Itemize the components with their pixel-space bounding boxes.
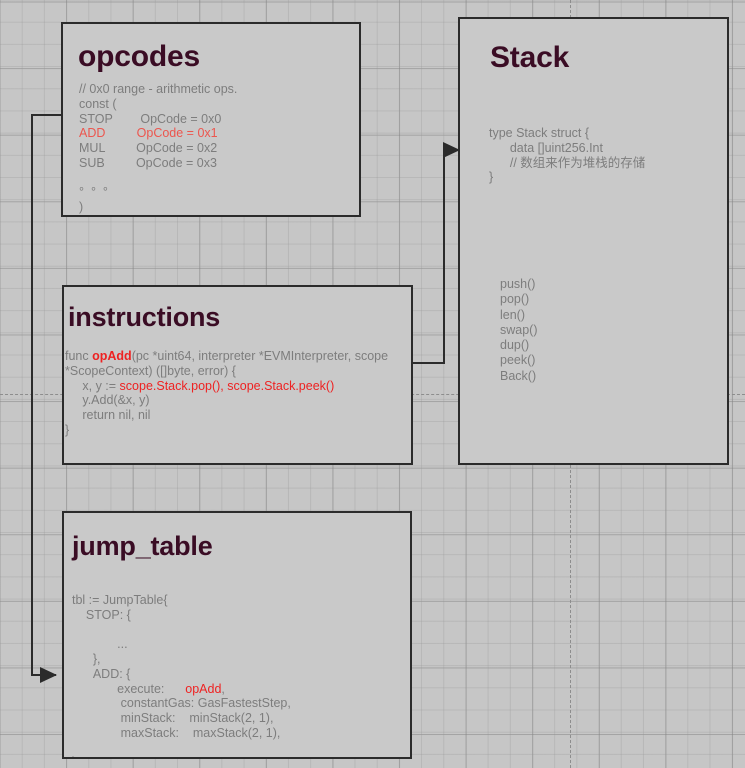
stack-method: dup()	[500, 338, 530, 352]
node-jump-table-code: tbl := JumpTable{ STOP: { ... }, ADD: { …	[72, 593, 291, 758]
code-segment: opAdd	[185, 681, 222, 696]
node-stack-title: Stack	[490, 41, 570, 74]
arrowhead-into-jump-table	[40, 667, 57, 683]
code-segment: (pc *uint64, interpreter *EVMInterpreter…	[65, 349, 389, 393]
node-stack-code: type Stack struct { data []uint256.Int /…	[489, 126, 646, 185]
code-line: SUB OpCode = 0x3	[79, 155, 217, 170]
stack-method: Back()	[500, 368, 537, 383]
code-line: MUL OpCode = 0x2	[79, 141, 218, 155]
node-instructions-title: instructions	[68, 302, 221, 332]
node-opcodes-title: opcodes	[78, 40, 200, 73]
node-stack[interactable]: Stack type Stack struct { data []uint256…	[458, 17, 729, 465]
code-segment: y.Add(&x, y) return nil, nil }	[65, 393, 151, 437]
code-line: )	[79, 200, 84, 214]
node-jump-table[interactable]: jump_table tbl := JumpTable{ STOP: { ...…	[62, 511, 412, 759]
stack-method: len()	[500, 307, 526, 322]
connector-instructions-stack-segment-vertical	[443, 149, 445, 364]
code-line: // 0x0 range - arithmetic ops.	[79, 82, 238, 96]
connector-instructions-stack-segment-bottom	[412, 362, 445, 364]
node-opcodes-code: // 0x0 range - arithmetic ops.const (STO…	[79, 82, 237, 215]
connector-opcodes-jumptable-segment-top	[31, 114, 62, 116]
code-line: ADD OpCode = 0x1	[79, 126, 218, 141]
node-instructions[interactable]: instructions func opAdd(pc *uint64, inte…	[62, 285, 413, 465]
code-segment: tbl := JumpTable{ STOP: { ... }, ADD: { …	[72, 593, 168, 696]
code-line: STOP OpCode = 0x0	[79, 111, 222, 126]
code-segment: opAdd	[92, 349, 132, 363]
code-segment: func	[65, 349, 93, 363]
stack-method: swap()	[500, 322, 538, 337]
code-segment: scope.Stack.pop(), scope.Stack.peek()	[119, 378, 335, 393]
node-jump-table-title: jump_table	[72, 531, 213, 561]
node-instructions-code: func opAdd(pc *uint64, interpreter *EVMI…	[65, 349, 409, 438]
node-stack-method-list: push()pop()len()swap()dup()peek()Back()	[500, 277, 538, 384]
stack-method: push()	[500, 277, 536, 291]
code-line: ° ° °	[79, 185, 108, 200]
stack-method: pop()	[500, 292, 530, 307]
node-opcodes[interactable]: opcodes // 0x0 range - arithmetic ops.co…	[61, 22, 361, 217]
arrowhead-into-stack	[443, 142, 460, 158]
stack-method: peek()	[500, 353, 536, 368]
code-segment: , constantGas: GasFastestStep, minStack:…	[72, 681, 291, 758]
connector-opcodes-jumptable-segment-vertical	[31, 114, 33, 676]
code-line: const (	[79, 96, 117, 111]
